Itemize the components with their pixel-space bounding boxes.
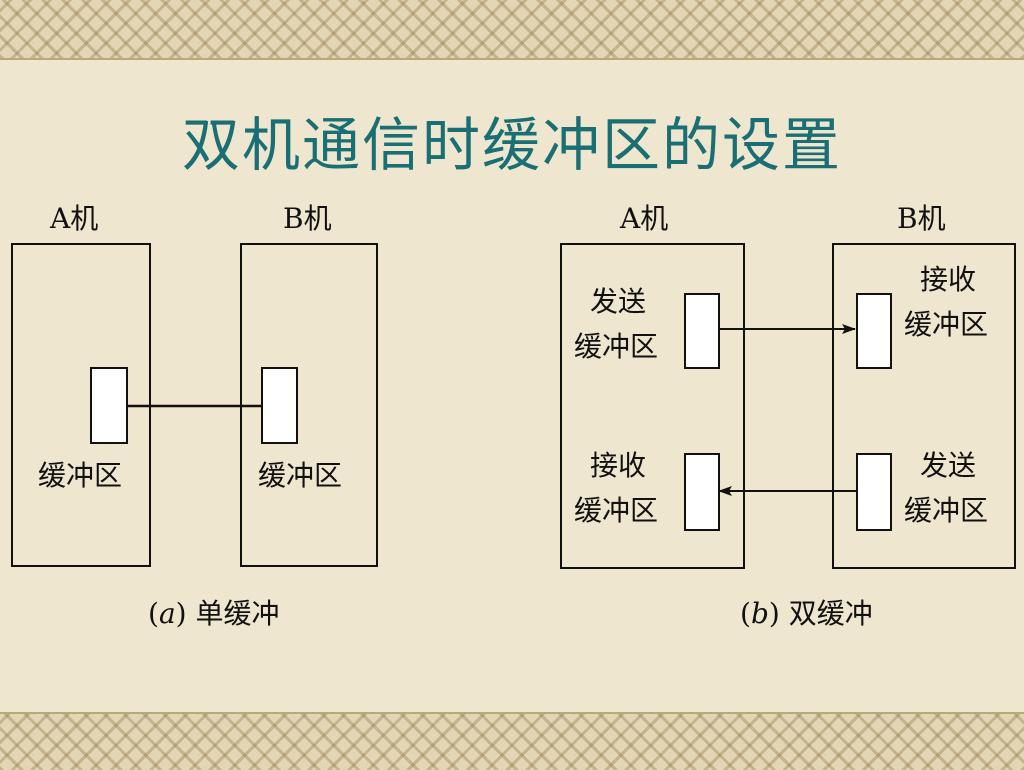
right-caption-text: 双缓冲 [788, 597, 873, 630]
right-caption-letter: b [750, 597, 769, 630]
left-a-buffer-label: 缓冲区 [38, 459, 123, 492]
left-machine-a-label: A机 [50, 202, 99, 235]
right-a-recv-buffer [684, 453, 720, 531]
right-b-recv-buffer [856, 293, 892, 369]
left-a-buffer [90, 367, 128, 444]
right-b-recv-label-1: 接收 [920, 263, 977, 296]
left-machine-b-label: B机 [283, 202, 332, 235]
right-a-send-label-1: 发送 [590, 285, 647, 318]
right-caption: (b) 双缓冲 [740, 597, 873, 630]
right-machine-b-box [832, 243, 1016, 569]
right-b-send-label-2: 缓冲区 [904, 494, 989, 527]
decorative-top-border [0, 0, 1024, 60]
right-a-send-label-2: 缓冲区 [574, 330, 659, 363]
right-a-send-buffer [684, 293, 720, 369]
right-b-recv-label-2: 缓冲区 [904, 308, 989, 341]
right-b-send-label-1: 发送 [920, 449, 977, 482]
left-b-buffer [261, 367, 298, 444]
right-machine-a-box [560, 243, 745, 569]
left-caption-letter: a [158, 597, 176, 630]
left-b-buffer-label: 缓冲区 [258, 459, 343, 492]
decorative-bottom-border [0, 712, 1024, 770]
right-machine-a-label: A机 [620, 202, 669, 235]
right-b-send-buffer [856, 453, 892, 531]
left-caption-text: 单缓冲 [195, 597, 280, 630]
right-machine-b-label: B机 [897, 202, 946, 235]
right-a-recv-label-1: 接收 [590, 449, 647, 482]
slide-title: 双机通信时缓冲区的设置 [181, 111, 842, 179]
left-caption: (a) 单缓冲 [148, 597, 280, 630]
right-a-recv-label-2: 缓冲区 [574, 494, 659, 527]
